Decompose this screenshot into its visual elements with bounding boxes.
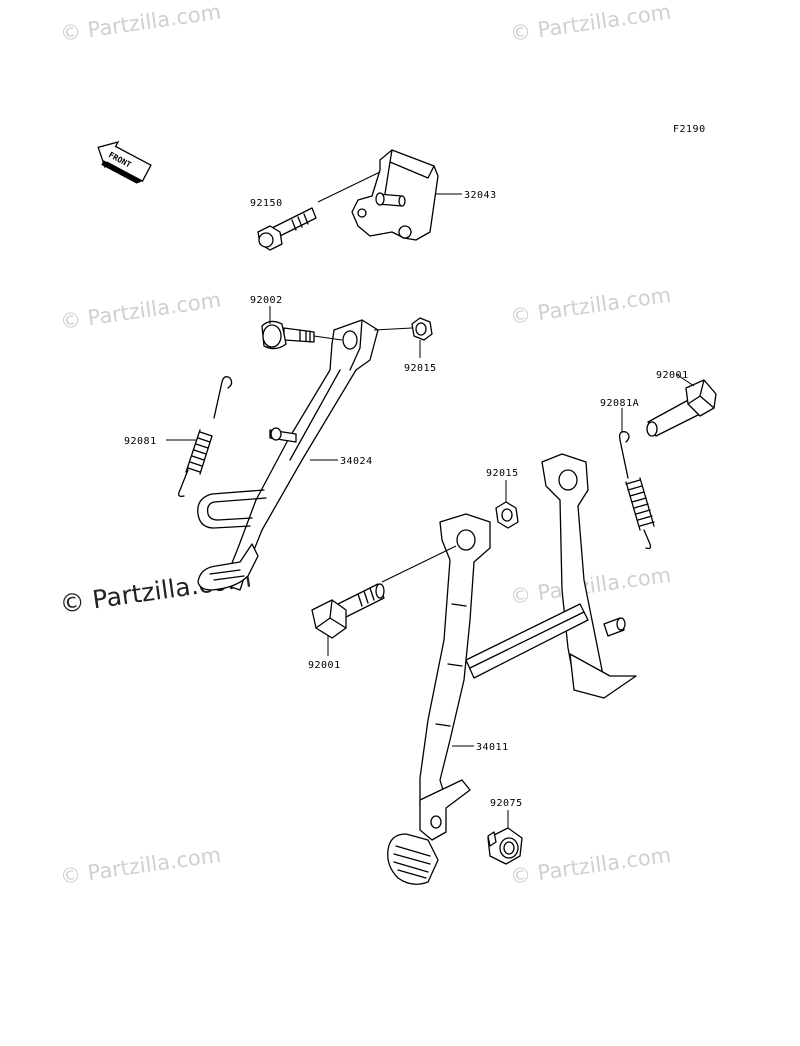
part-92015-nut-lower bbox=[495, 501, 519, 529]
part-label: 92015 bbox=[404, 363, 437, 374]
part-label: 92002 bbox=[250, 295, 283, 306]
part-92081-spring bbox=[178, 376, 233, 498]
front-arrow-icon: FRONT bbox=[97, 140, 152, 184]
part-92081a-spring bbox=[618, 431, 655, 550]
part-label: 34024 bbox=[340, 456, 373, 467]
part-label: 92001 bbox=[308, 660, 341, 671]
leader-lines bbox=[166, 171, 695, 828]
part-32043-bracket bbox=[351, 149, 439, 241]
part-label: 34011 bbox=[476, 742, 509, 753]
part-92075-stopper bbox=[487, 827, 523, 865]
part-label: 92150 bbox=[250, 198, 283, 209]
part-92001-bolt-upper bbox=[646, 379, 717, 437]
figure-code: F2190 bbox=[673, 124, 706, 135]
part-label: 92015 bbox=[486, 468, 519, 479]
part-34024-side-stand bbox=[197, 319, 379, 591]
part-92150-bolt bbox=[257, 207, 317, 251]
part-label: 92001 bbox=[656, 370, 689, 381]
part-92001-bolt-lower bbox=[311, 583, 385, 639]
part-34011-center-stand bbox=[387, 453, 637, 885]
part-92002-bolt bbox=[261, 320, 315, 350]
part-labels: 92150 32043 92002 92015 92081 34024 9200… bbox=[124, 190, 689, 809]
part-92015-nut bbox=[411, 317, 433, 341]
part-label: 32043 bbox=[464, 190, 497, 201]
part-label: 92081A bbox=[600, 398, 639, 409]
part-label: 92081 bbox=[124, 436, 157, 447]
part-label: 92075 bbox=[490, 798, 523, 809]
